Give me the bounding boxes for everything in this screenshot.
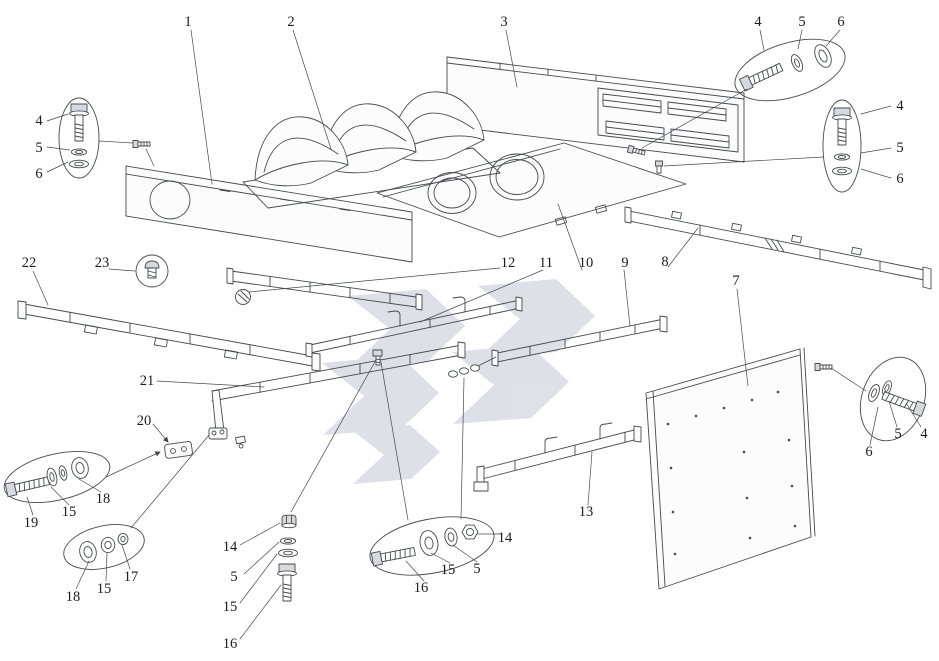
fastener-group-right-bottom (859, 356, 927, 442)
fastener-group-bottom-middle (369, 516, 495, 576)
rivet-detail (135, 254, 169, 288)
small-clip (235, 435, 246, 449)
rail-bolt (372, 349, 383, 366)
rear-panel (446, 56, 745, 163)
washer-trio (448, 364, 480, 378)
grommet (235, 289, 251, 305)
deflector-scoop (254, 116, 349, 187)
rivet-dots (666, 390, 797, 556)
side-panel (645, 347, 816, 590)
mid-rail-right (491, 315, 668, 367)
fastener-group-top-right (734, 38, 846, 102)
corrugated-deflectors (242, 91, 501, 209)
fastener-group-bottom-left-2 (63, 524, 145, 570)
fastener-stack (277, 514, 298, 602)
rail-under-front-panel (226, 267, 423, 311)
fastener-group-right (822, 99, 862, 193)
small-clip (655, 160, 663, 174)
front-panel (125, 165, 413, 263)
small-fasteners (132, 140, 833, 378)
lower-rail-left (164, 341, 466, 459)
long-rail-left (17, 300, 321, 372)
bottom-rail-center (473, 422, 642, 492)
floor-panel (376, 142, 687, 238)
mount-bracket (164, 441, 193, 459)
hook-strip (305, 296, 523, 358)
fastener-group-left (58, 97, 100, 179)
louver-vents (597, 87, 739, 153)
upper-rail-right (624, 206, 932, 290)
callout-leader-lines (26, 29, 922, 640)
fastener-group-bottom-left-1 (3, 451, 111, 503)
manufacturer-logo-watermark (322, 279, 595, 484)
